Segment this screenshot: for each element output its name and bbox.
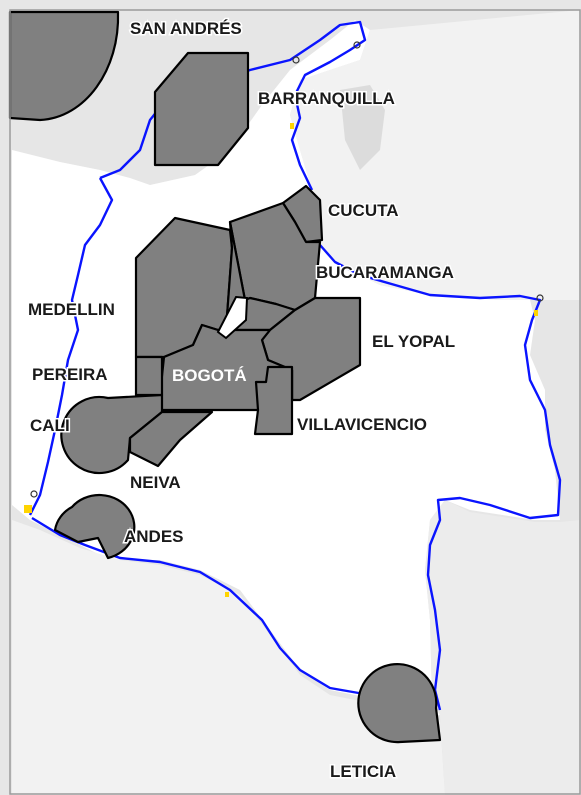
region-neiva[interactable] — [128, 410, 214, 468]
label-san-andres: SAN ANDRÉS — [130, 19, 242, 38]
label-cali: CALI — [30, 416, 70, 435]
port-marker-3 — [536, 294, 544, 302]
region-cali[interactable] — [60, 393, 164, 475]
label-bucaramanga: BUCARAMANGA — [316, 263, 454, 282]
national-border-east — [319, 244, 562, 711]
label-pereira: PEREIRA — [32, 365, 108, 384]
island-right-1 — [340, 85, 385, 170]
map-border — [9, 9, 581, 795]
label-bogota: BOGOTÁ — [172, 366, 247, 385]
bogota-enclave — [216, 295, 249, 340]
port-marker-2 — [353, 41, 361, 49]
highlight-2 — [534, 310, 538, 316]
highlight-3 — [24, 505, 32, 513]
national-border-caribbean — [99, 20, 367, 191]
land-bottom-right — [425, 500, 580, 795]
label-villavicencio: VILLAVICENCIO — [297, 415, 427, 434]
sea-right — [290, 10, 580, 300]
region-san-andres[interactable] — [8, 10, 120, 122]
region-pereira[interactable] — [134, 355, 164, 397]
national-border-north — [28, 177, 114, 516]
label-leticia: LETICIA — [330, 762, 396, 781]
port-marker-1 — [292, 56, 300, 64]
national-border-south — [31, 516, 401, 714]
label-andes: ANDES — [124, 527, 184, 546]
region-leticia[interactable] — [357, 663, 442, 744]
region-barranquilla[interactable] — [153, 51, 250, 167]
label-barranquilla: BARRANQUILLA — [258, 89, 395, 108]
port-marker-4 — [30, 490, 38, 498]
label-medellin: MEDELLIN — [28, 300, 115, 319]
region-villavicencio[interactable] — [253, 365, 294, 436]
label-neiva: NEIVA — [130, 473, 181, 492]
label-cucuta: CUCUTA — [328, 201, 399, 220]
region-andes[interactable] — [53, 493, 136, 560]
highlight-4 — [225, 592, 229, 597]
highlight-1 — [290, 123, 294, 129]
land-bottom-left — [12, 520, 445, 795]
label-el-yopal: EL YOPAL — [372, 332, 455, 351]
